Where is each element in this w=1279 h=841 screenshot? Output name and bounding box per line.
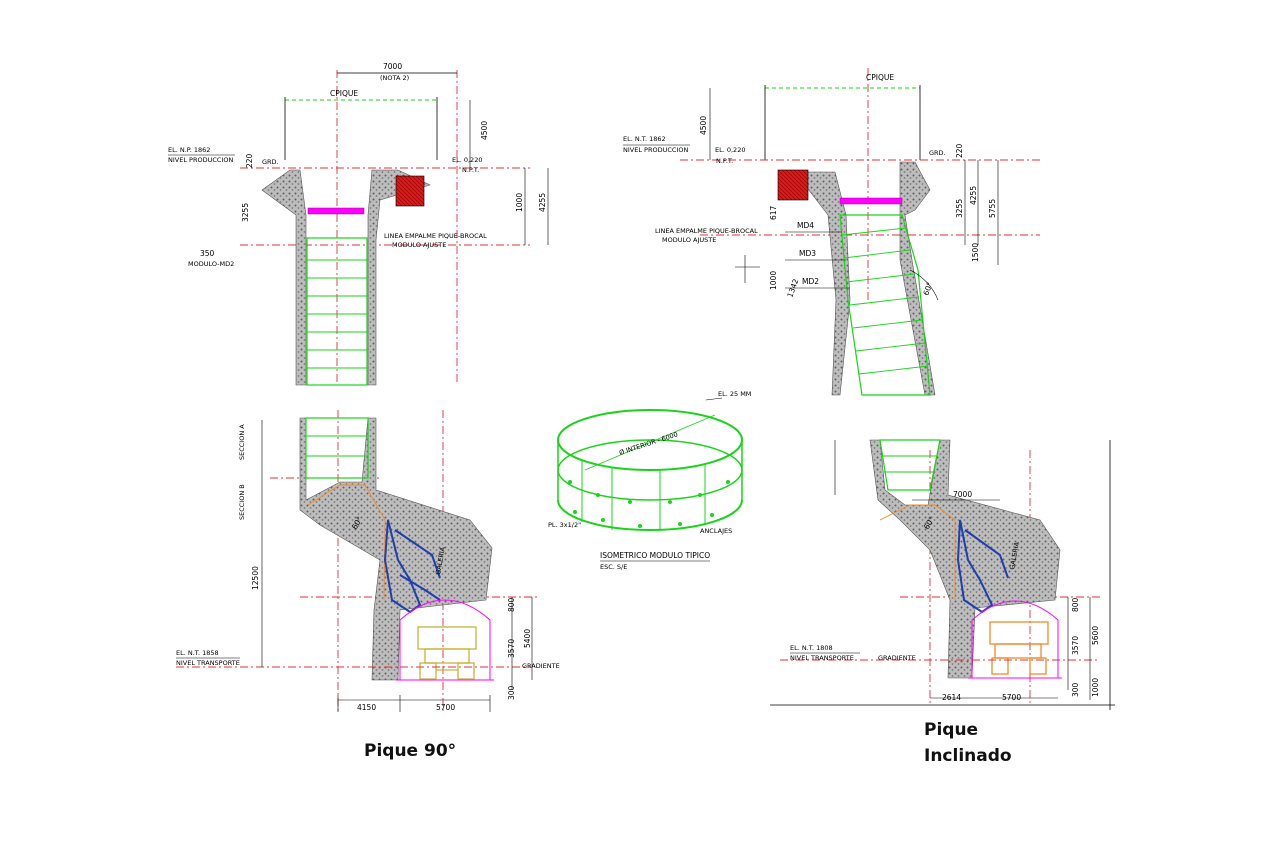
nivel-produccion-label: NIVEL PRODUCCION [168,156,233,164]
dim-220: 220 [245,153,254,168]
el-nt-label-base: EL. N.T. 1858 [176,649,219,657]
dim-width: 7000 [383,62,402,71]
gradiente-label: GRADIENTE [522,662,560,670]
inclined-shaft-lining [839,214,931,396]
grd-label-2: GRD. [929,149,946,157]
module-label-a: EL. 25 MM [718,390,751,398]
dim-4150: 4150 [357,703,376,712]
collar-beam-2 [839,197,903,205]
shaft-lining [306,237,368,386]
nivel-produccion-label-2: NIVEL PRODUCCION [623,146,688,154]
dim-2614: 2614 [942,693,961,702]
el-0220-label: EL. 0,220 [452,156,482,164]
modulo-ajuste-label: MODULO AJUSTE [392,241,446,249]
seccion-a-label: SECCION A [238,424,246,460]
dim-7000-base: 7000 [953,490,972,499]
dim-5700-2: 5700 [1002,693,1021,702]
transport-tunnel [399,599,491,680]
dim-800: 800 [507,597,516,612]
grd-label: GRD. [262,158,279,166]
dim-4500: 4500 [480,121,489,140]
angle-label: 60° [921,281,934,297]
dim-4500-2: 4500 [699,116,708,135]
collar-rock-right-2 [899,161,936,396]
panel-vertical-base: 60° GALERIA EL. N.T. 1858 NIVEL TRANSPOR… [176,410,560,712]
nota-label: (NOTA 2) [380,74,409,82]
dim-617: 617 [769,205,778,220]
cpique-label: CPIQUE [330,89,358,98]
haul-truck [417,626,477,680]
base-shaft-lining [305,417,369,479]
dim-1000-3: 1000 [1091,678,1100,697]
module-ring-bottom [557,499,743,531]
module-diameter-note: Ø INTERIOR - 6000 [618,430,679,456]
module-label-b: PL. 3x1/2" [548,521,581,529]
dim-4255-2: 4255 [969,186,978,205]
el-nt-label: EL. N.T. 1862 [623,135,666,143]
dim-1500: 1500 [971,243,980,262]
isometric-scale: ESC. S/E [600,563,627,571]
collar-rock-left-2 [794,171,851,396]
collar-rock-left [261,169,307,386]
md3-label: MD3 [799,249,816,258]
modulo-ajuste-label-2: MODULO AJUSTE [662,236,716,244]
linea-empalme-label-2: LINEA EMPALME PIQUE-BROCAL [655,227,758,235]
dim-3255: 3255 [241,203,250,222]
haul-truck-2 [989,621,1049,675]
npt-label-2: N.P.T. [716,157,733,165]
module-label-c: ANCLAJES [700,527,732,535]
md4-label: MD4 [797,221,814,230]
dim-350: 350 [200,249,215,258]
nivel-transporte-label-2: NIVEL TRANSPORTE [790,654,854,662]
cpique-label-2: CPIQUE [866,73,894,82]
caption-inclined-line2: Inclinado [924,746,1012,766]
collar-beam [307,207,365,215]
dim-220-2: 220 [955,143,964,158]
dim-300: 300 [507,685,516,700]
el-0220-label-2: EL. 0,220 [715,146,745,154]
npt-label: N.P.T. [462,166,479,174]
collar-rock-right [367,169,431,386]
headframe-box [395,175,425,207]
dim-300-2: 300 [1071,682,1080,697]
el-np-label: EL. N.P. 1862 [168,146,210,154]
nivel-transporte-label: NIVEL TRANSPORTE [176,659,240,667]
isometric-title: ISOMETRICO MODULO TIPICO [600,551,710,560]
dim-5400: 5400 [523,629,532,648]
panel-vertical-collar: 7000 (NOTA 2) CPIQUE EL. N.P. 1862 NIVEL… [168,62,549,386]
caption-inclined: Pique Inclinado [924,717,1012,769]
panel-inclined-collar: CPIQUE EL. N.T. 1862 NIVEL PRODUCCION EL… [623,68,1040,396]
md2-label: MD2 [802,277,819,286]
dim-3255-2: 3255 [955,199,964,218]
dim-5755: 5755 [988,199,997,218]
dim-800-2: 800 [1071,597,1080,612]
seccion-b-label: SECCION B [238,484,246,520]
transport-tunnel-2 [971,600,1059,678]
headframe-box-2 [777,169,809,201]
caption-inclined-line1: Pique [924,720,979,740]
dim-3570: 3570 [507,639,516,658]
caption-vertical: Pique 90° [364,741,456,761]
modulo-md2-label: MODULO-MD2 [188,260,234,268]
base-shaft-lining-2 [879,439,941,491]
dim-12500: 12500 [251,566,260,590]
base-rock-2 [869,439,1061,679]
dim-3570-2: 3570 [1071,636,1080,655]
gradiente-label-2: GRADIENTE [878,654,916,662]
dim-5600: 5600 [1091,626,1100,645]
dim-4255: 4255 [538,193,547,212]
el-nt-label-base-2: EL. N.T. 1808 [790,644,833,652]
panel-isometric-module: Ø INTERIOR - 6000 EL. 25 MM PL. 3x1/2" A… [548,390,751,571]
dim-1000: 1000 [515,193,524,212]
dim-1000-2: 1000 [769,271,778,290]
dim-5700: 5700 [436,703,455,712]
linea-empalme-label: LINEA EMPALME PIQUE-BROCAL [384,232,487,240]
caption-vertical-line: Pique 90° [364,741,457,761]
panel-inclined-base: 60° 7000 GALERIA EL. N.T. 1808 NIVEL TRA… [770,439,1115,710]
